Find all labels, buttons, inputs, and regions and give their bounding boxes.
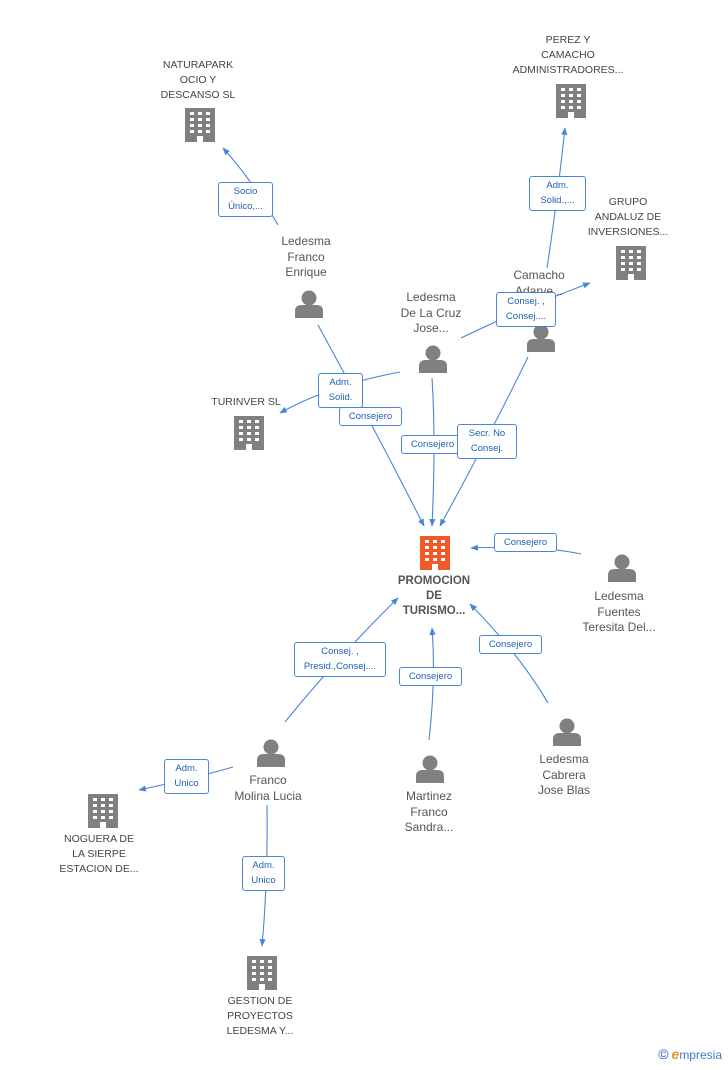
node-label-turinver[interactable]: TURINVER SL [211,396,281,408]
building-icon[interactable] [88,794,118,828]
edge-label-e3[interactable]: Consejero [339,407,402,426]
edge-label-e13[interactable]: Adm. Unico [242,856,285,891]
node-label-ledesma_jose[interactable]: Ledesma De La Cruz Jose... [400,290,462,336]
brand-name: mpresia [679,1048,722,1062]
node-label-martinez[interactable]: Martinez Franco Sandra... [404,789,454,835]
node-label-noguera[interactable]: NOGUERA DE LA SIERPE ESTACION DE... [59,833,139,875]
edge-label-e12[interactable]: Adm. Unico [164,759,209,794]
person-icon[interactable] [416,755,444,784]
node-label-jose_blas[interactable]: Ledesma Cabrera Jose Blas [537,752,591,798]
building-icon[interactable] [556,84,586,118]
node-label-teresita[interactable]: Ledesma Fuentes Teresita Del... [582,589,656,635]
building-icon[interactable] [234,416,264,450]
person-icon[interactable] [553,718,581,747]
building-icon[interactable] [185,108,215,142]
node-label-franco_lucia[interactable]: Franco Molina Lucia [234,773,302,803]
edge-label-e2[interactable]: Adm. Solid. [318,373,363,408]
edge-label-e9[interactable]: Consej. , Presid.,Consej.... [294,642,386,677]
copyright-icon: © [658,1046,669,1062]
building-icon[interactable] [616,246,646,280]
edge-label-e11[interactable]: Consejero [479,635,542,654]
edge-jose_blas-to-main [469,603,549,704]
empresia-watermark: ©empresia [658,1046,722,1062]
building-icon[interactable] [420,536,450,570]
person-icon[interactable] [419,345,447,374]
edge-label-e1[interactable]: Socio Único,... [218,182,273,217]
edge-label-e7[interactable]: Secr. No Consej. [457,424,517,459]
node-label-grupo[interactable]: GRUPO ANDALUZ DE INVERSIONES... [587,196,669,238]
edge-label-e10[interactable]: Consejero [399,667,462,686]
edge-label-e6[interactable]: Consej. , Consej.... [496,292,556,327]
edge-label-e8[interactable]: Consejero [494,533,557,552]
node-label-naturapark[interactable]: NATURAPARK OCIO Y DESCANSO SL [160,59,236,101]
person-icon[interactable] [527,324,555,353]
person-icon[interactable] [257,739,285,768]
node-label-gestion[interactable]: GESTION DE PROYECTOS LEDESMA Y... [226,995,294,1037]
node-label-ledesma_enrique[interactable]: Ledesma Franco Enrique [281,234,331,280]
node-label-main[interactable]: PROMOCION DE TURISMO... [397,575,471,617]
brand-initial: e [671,1046,680,1062]
building-icon[interactable] [247,956,277,990]
edge-label-e4[interactable]: Consejero [401,435,464,454]
icons-layer [88,84,646,990]
person-icon[interactable] [295,290,323,319]
person-icon[interactable] [608,554,636,583]
node-label-perez[interactable]: PEREZ Y CAMACHO ADMINISTRADORES... [512,34,624,76]
edge-label-e5[interactable]: Adm. Solid.,... [529,176,586,211]
